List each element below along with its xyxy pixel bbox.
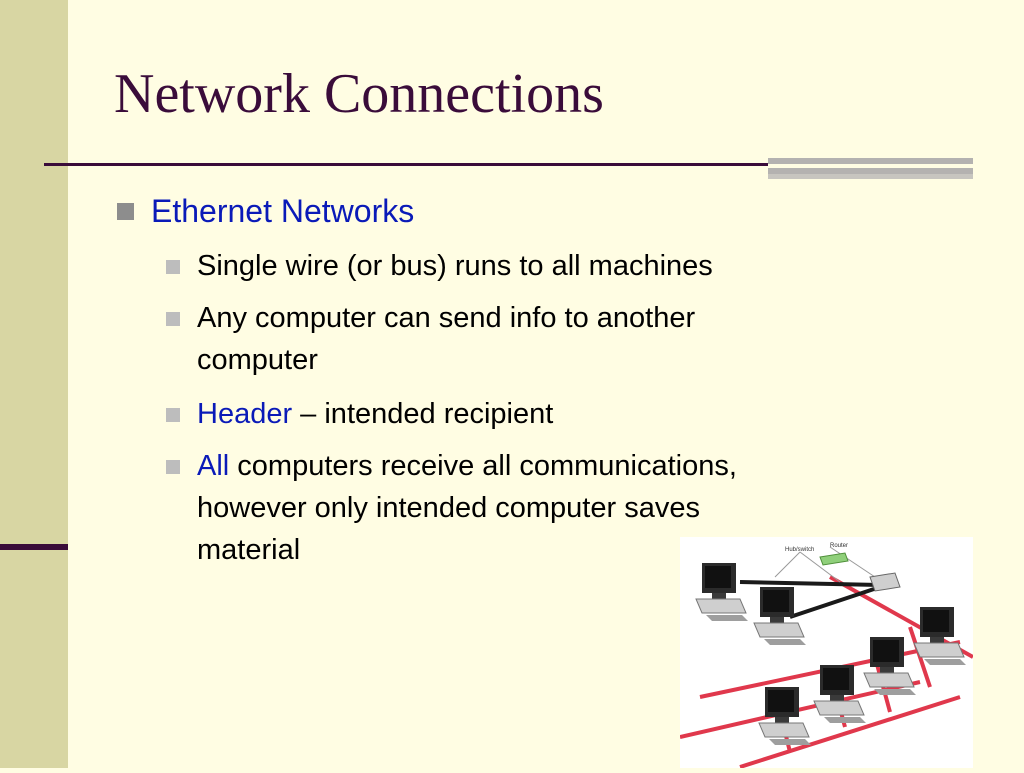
bullet-text: Single wire (or bus) runs to all machine… (197, 250, 713, 282)
bullet-square-icon (166, 260, 180, 274)
bullet-square-icon (166, 408, 180, 422)
divider-accent (768, 174, 973, 179)
bullet-text: computers receive all communications, (229, 450, 737, 482)
bullet-text: – intended recipient (292, 398, 554, 430)
computer-icon (813, 664, 867, 724)
bullet-highlight: Header (197, 398, 293, 430)
bullet-square-icon (166, 460, 180, 474)
bullet-highlight: All (197, 450, 230, 482)
computer-icon (758, 686, 812, 746)
bullet-square-icon (166, 312, 180, 326)
ethernet-network-diagram: Hub/switch Router (679, 537, 974, 769)
router-label: Router (830, 543, 848, 549)
bullet-square-icon (117, 203, 134, 220)
bullet-heading-text: Ethernet Networks (151, 193, 415, 229)
divider-accent (768, 158, 973, 164)
title-divider (44, 163, 768, 166)
hub-label: Hub/switch (785, 547, 814, 553)
router-icon (819, 552, 849, 566)
bullet-text: however only intended computer saves (197, 492, 700, 524)
bullet-text: Any computer can send info to another (197, 302, 696, 334)
computer-icon (913, 606, 967, 666)
slide-title: Network Connections (114, 63, 604, 125)
bullet-text: material (197, 534, 301, 566)
computer-icon (695, 562, 749, 622)
left-accent-bar (0, 544, 68, 550)
hub-icon (869, 572, 901, 592)
divider-accent (768, 168, 973, 174)
bullet-text: computer (197, 344, 318, 376)
left-decor-band (0, 0, 68, 768)
computer-icon (863, 636, 917, 696)
